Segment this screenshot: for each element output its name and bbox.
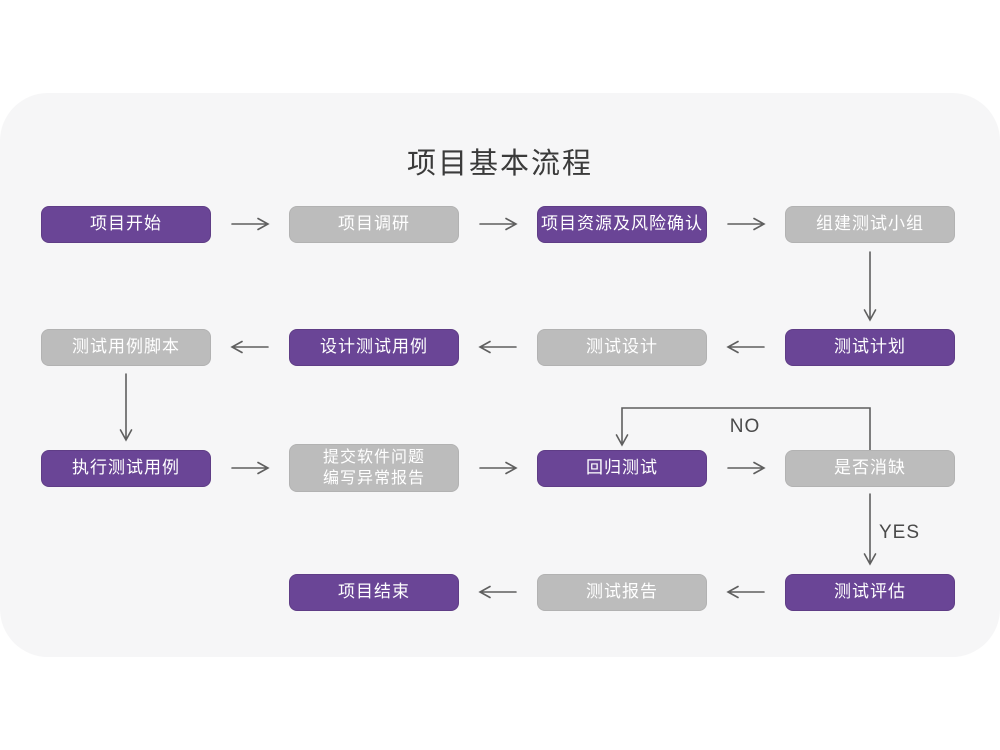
node-label: 项目开始 <box>90 214 162 234</box>
node-label: 测试评估 <box>834 582 906 602</box>
node-label-line2: 编写异常报告 <box>322 470 425 487</box>
node-defect-cleared: 是否消缺 <box>785 450 955 487</box>
node-label: 项目结束 <box>338 582 410 602</box>
node-label: 测试用例脚本 <box>72 337 180 357</box>
node-test-report: 测试报告 <box>537 574 707 611</box>
node-resource-risk-confirm: 项目资源及风险确认 <box>537 206 707 243</box>
node-test-plan: 测试计划 <box>785 329 955 366</box>
node-label: 回归测试 <box>586 458 658 478</box>
node-build-test-team: 组建测试小组 <box>785 206 955 243</box>
node-test-evaluation: 测试评估 <box>785 574 955 611</box>
node-label: 项目资源及风险确认 <box>541 214 703 234</box>
node-project-start: 项目开始 <box>41 206 211 243</box>
node-label: 是否消缺 <box>834 458 906 478</box>
node-project-end: 项目结束 <box>289 574 459 611</box>
node-test-case-scripts: 测试用例脚本 <box>41 329 211 366</box>
edge-label-no: NO <box>729 416 761 437</box>
node-label: 组建测试小组 <box>816 214 924 234</box>
node-label: 设计测试用例 <box>320 337 428 357</box>
node-label: 测试计划 <box>834 337 906 357</box>
node-project-research: 项目调研 <box>289 206 459 243</box>
node-label: 项目调研 <box>338 214 410 234</box>
node-label: 测试设计 <box>586 337 658 357</box>
node-label-line1: 提交软件问题 <box>322 449 425 466</box>
node-regression-test: 回归测试 <box>537 450 707 487</box>
node-test-design: 测试设计 <box>537 329 707 366</box>
node-label: 测试报告 <box>586 582 658 602</box>
edge-label-yes: YES <box>879 522 921 543</box>
node-design-test-cases: 设计测试用例 <box>289 329 459 366</box>
node-submit-issue-report: 提交软件问题 编写异常报告 <box>289 444 459 492</box>
node-label: 执行测试用例 <box>72 458 180 478</box>
node-execute-test-cases: 执行测试用例 <box>41 450 211 487</box>
page-title: 项目基本流程 <box>406 148 593 180</box>
flowchart-card <box>0 93 1000 657</box>
